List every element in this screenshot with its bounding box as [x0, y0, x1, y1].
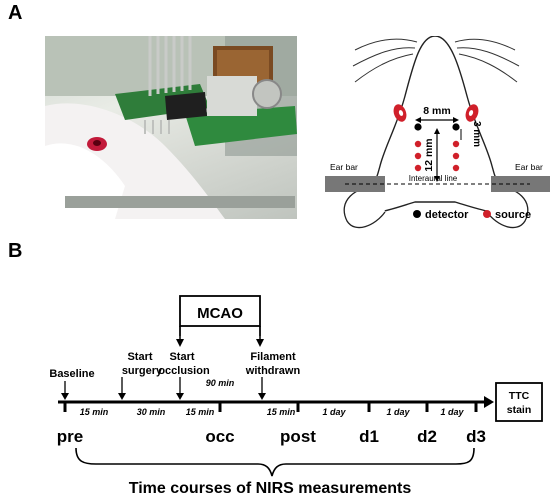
timepoint-post: post — [280, 427, 316, 446]
source-l2 — [414, 152, 422, 160]
event-filament-line1: Filament — [250, 351, 296, 363]
interval-90min: 90 min — [206, 378, 235, 388]
timeline-diagram: MCAO Start surgery Start occlusion Filam… — [49, 295, 543, 497]
width-label: 8 mm — [423, 105, 450, 117]
legend-source-marker — [483, 210, 491, 218]
timeline-arrowhead — [484, 396, 494, 408]
length-label: 12 mm — [423, 138, 435, 171]
panel-label-b: B — [8, 240, 23, 262]
interval-5: 1 day — [322, 407, 346, 417]
timepoint-d2: d2 — [417, 427, 437, 446]
timeline-caption: Time courses of NIRS measurements — [129, 480, 412, 497]
source-r3 — [452, 164, 460, 172]
source-r1 — [452, 140, 460, 148]
event-baseline-label: Baseline — [49, 368, 94, 380]
event-filament-line2: withdrawn — [245, 365, 301, 377]
mcao-label: MCAO — [197, 305, 243, 322]
ear-bar-right-label: Ear bar — [515, 162, 543, 172]
legend-source-label: source — [495, 209, 531, 221]
event-surgery-line1: Start — [127, 351, 152, 363]
detector-left — [414, 123, 422, 131]
event-occlusion-line2: occlusion — [158, 365, 210, 377]
measurement-brace — [75, 447, 475, 477]
detector-right — [452, 123, 460, 131]
legend-detector-marker — [413, 210, 421, 218]
timepoint-pre: pre — [57, 427, 83, 446]
timepoint-occ: occ — [205, 427, 234, 446]
panel-label-a: A — [8, 2, 23, 24]
interaural-label: Interaural line — [409, 174, 458, 183]
ttc-label: TTC — [509, 390, 530, 402]
source-l3 — [414, 164, 422, 172]
ear-bar-left-label: Ear bar — [330, 162, 358, 172]
interval-7: 1 day — [440, 407, 464, 417]
source-l1 — [414, 140, 422, 148]
mcao-box — [179, 295, 261, 327]
timepoint-d1: d1 — [359, 427, 379, 446]
rat-head-schematic: Ear bar Ear bar Interaural line 8 mm 12 … — [325, 36, 550, 229]
experiment-photo — [45, 36, 297, 219]
interval-6: 1 day — [386, 407, 410, 417]
interval-1: 15 min — [80, 407, 109, 417]
offset-label: 3 mm — [471, 121, 482, 147]
timepoint-d3: d3 — [466, 427, 486, 446]
interval-3: 15 min — [186, 407, 215, 417]
event-surgery-line2: surgery — [122, 365, 163, 377]
stain-label: stain — [507, 404, 532, 416]
interval-4: 15 min — [267, 407, 296, 417]
source-r2 — [452, 152, 460, 160]
legend-detector-label: detector — [425, 209, 469, 221]
interval-2: 30 min — [137, 407, 166, 417]
ttc-stain-box — [495, 382, 543, 422]
event-occlusion-line1: Start — [169, 351, 194, 363]
